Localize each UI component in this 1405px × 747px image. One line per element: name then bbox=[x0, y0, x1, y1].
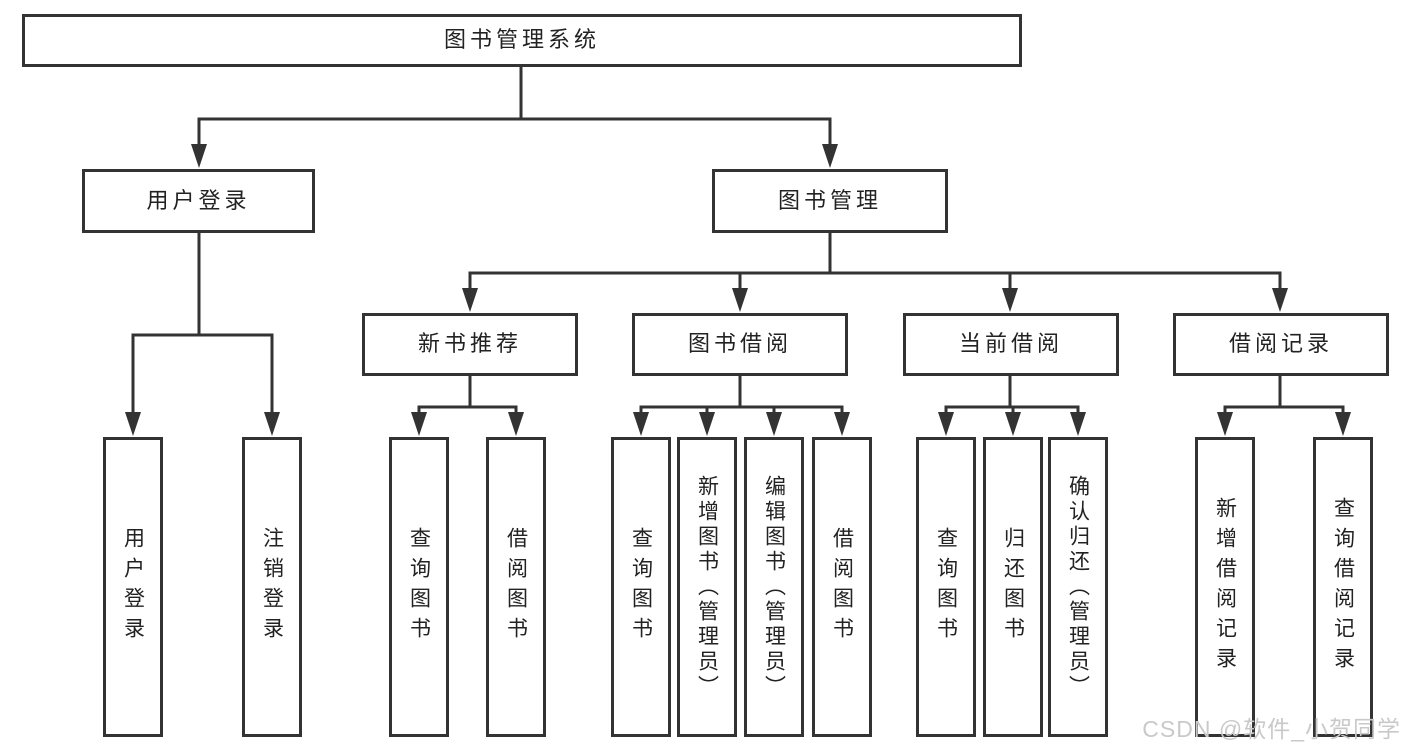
node-book-management: 图书管理 bbox=[712, 169, 948, 233]
connector-current-borrowing-to-children bbox=[944, 376, 1080, 414]
node-leaf-query-books-current: 查询图书 bbox=[916, 437, 976, 737]
node-borrowing-records: 借阅记录 bbox=[1173, 313, 1389, 376]
node-leaf-borrow-books-recommend: 借阅图书 bbox=[486, 437, 546, 737]
node-leaf-logout: 注销登录 bbox=[242, 437, 302, 737]
node-leaf-user-login: 用户登录 bbox=[103, 437, 163, 737]
node-leaf-query-books-recommend: 查询图书 bbox=[389, 437, 449, 737]
node-new-book-recommend: 新书推荐 bbox=[362, 313, 578, 376]
csdn-watermark: CSDN @软件_小贺同学 bbox=[1142, 716, 1401, 742]
node-book-borrowing: 图书借阅 bbox=[632, 313, 848, 376]
node-leaf-return-books: 归还图书 bbox=[983, 437, 1043, 737]
node-book-management-system: 图书管理系统 bbox=[22, 14, 1022, 67]
connector-root-to-level2 bbox=[197, 67, 832, 148]
connector-user-login-to-children bbox=[131, 233, 274, 414]
node-leaf-query-borrow-record: 查询借阅记录 bbox=[1313, 437, 1373, 737]
node-user-login: 用户登录 bbox=[82, 169, 315, 233]
node-leaf-edit-books-admin: 编辑图书（管理员） bbox=[744, 437, 804, 737]
node-leaf-query-books-borrowing: 查询图书 bbox=[611, 437, 671, 737]
node-leaf-add-borrow-record: 新增借阅记录 bbox=[1195, 437, 1255, 737]
node-leaf-borrow-books-borrowing: 借阅图书 bbox=[812, 437, 872, 737]
connector-borrowing-records-to-children bbox=[1223, 376, 1345, 414]
connector-new-book-to-children bbox=[417, 376, 518, 414]
connector-book-management-to-children bbox=[468, 233, 1282, 290]
node-leaf-confirm-return-admin: 确认归还（管理员） bbox=[1048, 437, 1108, 737]
connector-book-borrowing-to-children bbox=[639, 376, 844, 414]
node-current-borrowing: 当前借阅 bbox=[903, 313, 1119, 376]
node-leaf-add-books-admin: 新增图书（管理员） bbox=[677, 437, 737, 737]
